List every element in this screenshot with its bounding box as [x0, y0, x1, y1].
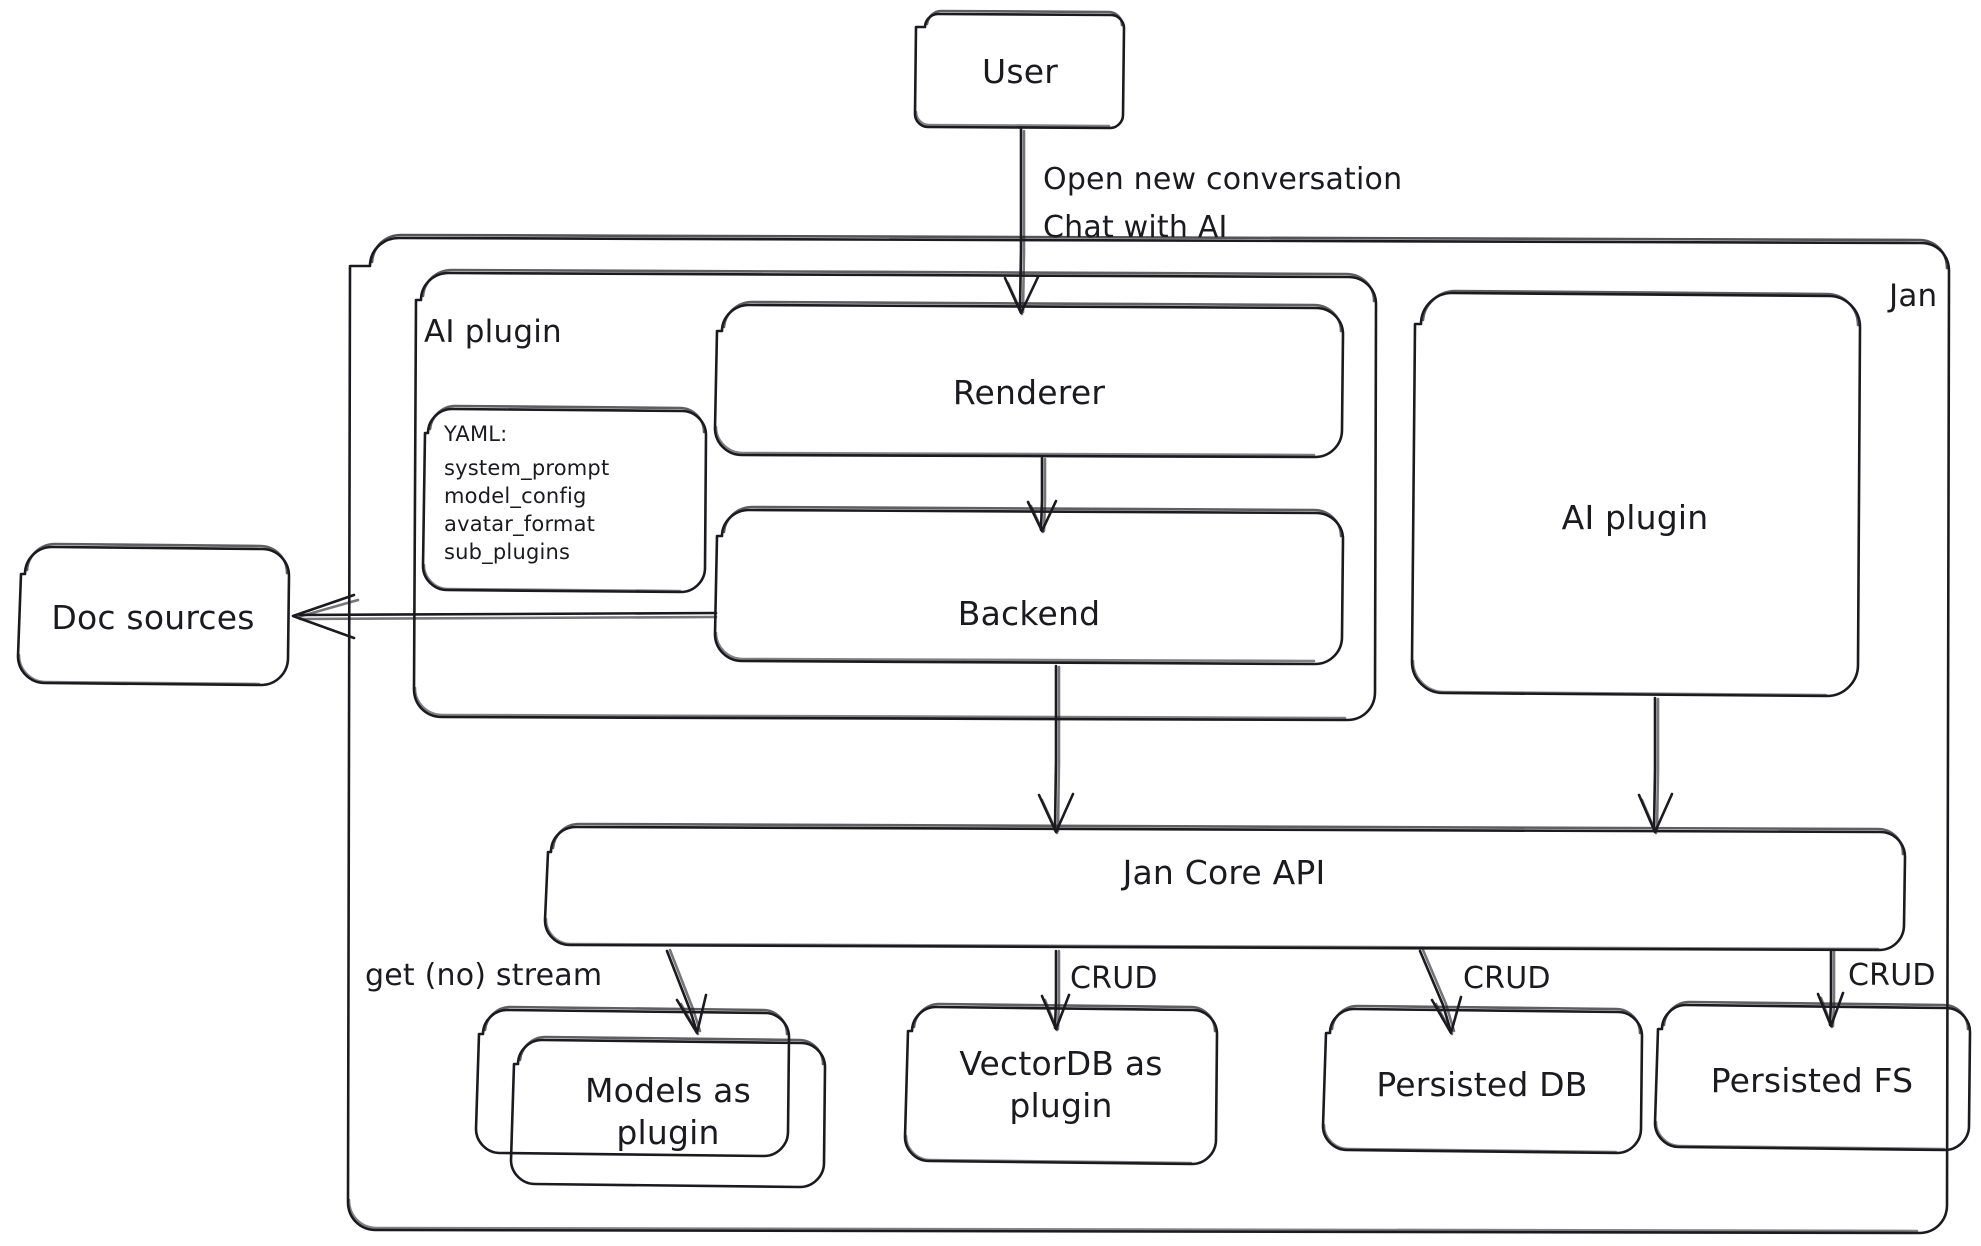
node-ai-plugin-box-label: AI plugin — [1561, 497, 1709, 537]
edge-ai-plugin-to-core-api — [1637, 696, 1674, 835]
edge-backend-to-doc-sources — [291, 593, 718, 640]
node-jan-core-api-label: Jan Core API — [1122, 852, 1326, 892]
node-persisted-db-outline — [1321, 1004, 1644, 1155]
node-persisted-fs-label: Persisted FS — [1710, 1060, 1914, 1100]
edge-label-open-new-conversation: Open new conversation — [1043, 161, 1403, 197]
edge-label-get-no-stream: get (no) stream — [365, 957, 603, 993]
yaml-card-line-system-prompt: system_prompt — [444, 455, 610, 480]
yaml-card-line-avatar-format: avatar_format — [444, 511, 596, 536]
node-doc-sources-outline — [16, 542, 291, 687]
node-vectordb-as-plugin-label: VectorDB as plugin — [959, 1043, 1163, 1125]
node-user-label: User — [981, 51, 1059, 91]
edge-label-crud-persisted-db: CRUD — [1463, 960, 1551, 996]
node-yaml-card-outline — [421, 404, 708, 594]
yaml-card-header: YAML: — [444, 422, 508, 446]
container-jan-label: Jan — [1889, 278, 1938, 315]
node-renderer-label: Renderer — [952, 372, 1106, 412]
node-backend-label: Backend — [957, 593, 1101, 633]
node-persisted-db-label: Persisted DB — [1376, 1064, 1588, 1104]
edge-user-to-renderer — [1003, 127, 1040, 316]
edge-label-crud-vectordb: CRUD — [1070, 960, 1158, 996]
edge-backend-to-core-api — [1037, 664, 1075, 835]
node-vectordb-as-plugin-outline — [903, 1002, 1219, 1166]
edge-renderer-to-backend — [1026, 456, 1058, 534]
edge-label-chat-with-ai: Chat with AI — [1043, 209, 1228, 245]
node-models-as-plugin-label: Models as plugin — [585, 1070, 751, 1152]
edge-core-api-to-persisted-db — [1418, 948, 1463, 1036]
node-jan-core-api-outline — [543, 822, 1907, 952]
node-doc-sources-label: Doc sources — [51, 597, 255, 637]
node-backend-outline — [713, 505, 1345, 666]
container-ai-plugin-group-outline — [412, 268, 1378, 722]
edge-core-api-to-models — [665, 948, 708, 1036]
node-renderer-outline — [713, 300, 1345, 459]
edge-label-crud-persisted-fs: CRUD — [1848, 957, 1936, 993]
node-ai-plugin-box-outline — [1410, 289, 1862, 698]
edge-core-api-to-persisted-fs — [1816, 949, 1845, 1029]
node-persisted-fs-outline — [1653, 1000, 1972, 1152]
node-user-outline — [913, 9, 1126, 130]
node-yaml-card: YAML: system_prompt model_config avatar_… — [444, 421, 610, 564]
container-jan-outline — [346, 233, 1951, 1235]
yaml-card-line-model-config: model_config — [444, 483, 587, 508]
container-ai-plugin-group-label: AI plugin — [424, 314, 562, 351]
node-models-as-plugin-outline — [474, 1005, 827, 1189]
edge-core-api-to-vectordb — [1040, 949, 1071, 1032]
yaml-card-line-sub-plugins: sub_plugins — [444, 539, 571, 564]
